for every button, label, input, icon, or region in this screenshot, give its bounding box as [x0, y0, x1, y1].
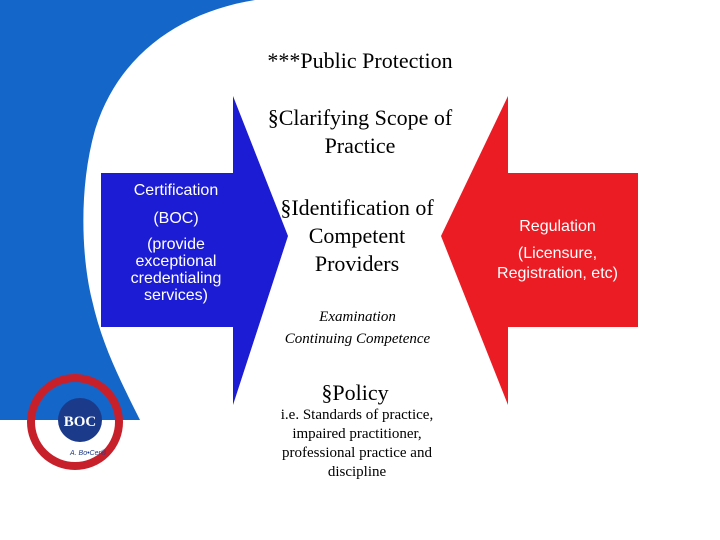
logo-tagline: A. Bo•Cer® [69, 449, 107, 457]
left-decorative-curve [0, 0, 255, 420]
certification-line-3: (provide [147, 236, 205, 253]
regulation-line-2: (Licensure, [517, 245, 598, 262]
identification-heading: §Identification of Competent Providers [262, 194, 452, 278]
certification-line-1: Certification [133, 182, 219, 199]
identification-line-2: Competent [308, 223, 406, 248]
policy-detail-line-4: discipline [327, 464, 387, 480]
certification-box-text: Certification (BOC) (provide exceptional… [101, 180, 251, 304]
certification-line-6: services) [143, 287, 208, 304]
regulation-box-text: Regulation (Licensure, Registration, etc… [470, 216, 645, 284]
boc-logo: BOC A. Bo•Cer® [27, 374, 123, 470]
scope-line-2: Practice [324, 133, 396, 158]
scope-heading: §Clarifying Scope of Practice [240, 104, 480, 160]
scope-line-1: §Clarifying Scope of [267, 105, 453, 130]
regulation-line-3: Registration, etc) [497, 265, 618, 282]
blue-arrow-shape [101, 96, 288, 405]
public-protection-heading: ***Public Protection [267, 48, 453, 73]
regulation-line-1: Regulation [519, 218, 596, 235]
policy-detail-line-3: professional practice and [282, 445, 432, 461]
red-arrow-shape [441, 96, 638, 405]
certification-line-2: (BOC) [153, 210, 199, 227]
policy-detail-line-2: impaired practitioner, [292, 426, 422, 442]
identification-line-1: §Identification of [280, 195, 434, 220]
policy-heading: §Policy [321, 380, 389, 405]
certification-line-5: credentialing [130, 270, 222, 287]
identification-line-3: Providers [314, 251, 400, 276]
logo-name: BOC [64, 414, 97, 430]
policy-details: i.e. Standards of practice, impaired pra… [248, 406, 466, 482]
examination-label: Examination [319, 309, 396, 325]
policy-detail-line-1: i.e. Standards of practice, [280, 407, 434, 423]
certification-line-4: exceptional [135, 253, 217, 270]
continuing-competence-label: Continuing Competence [284, 331, 431, 347]
examination-text: Examination Continuing Competence [255, 306, 460, 350]
